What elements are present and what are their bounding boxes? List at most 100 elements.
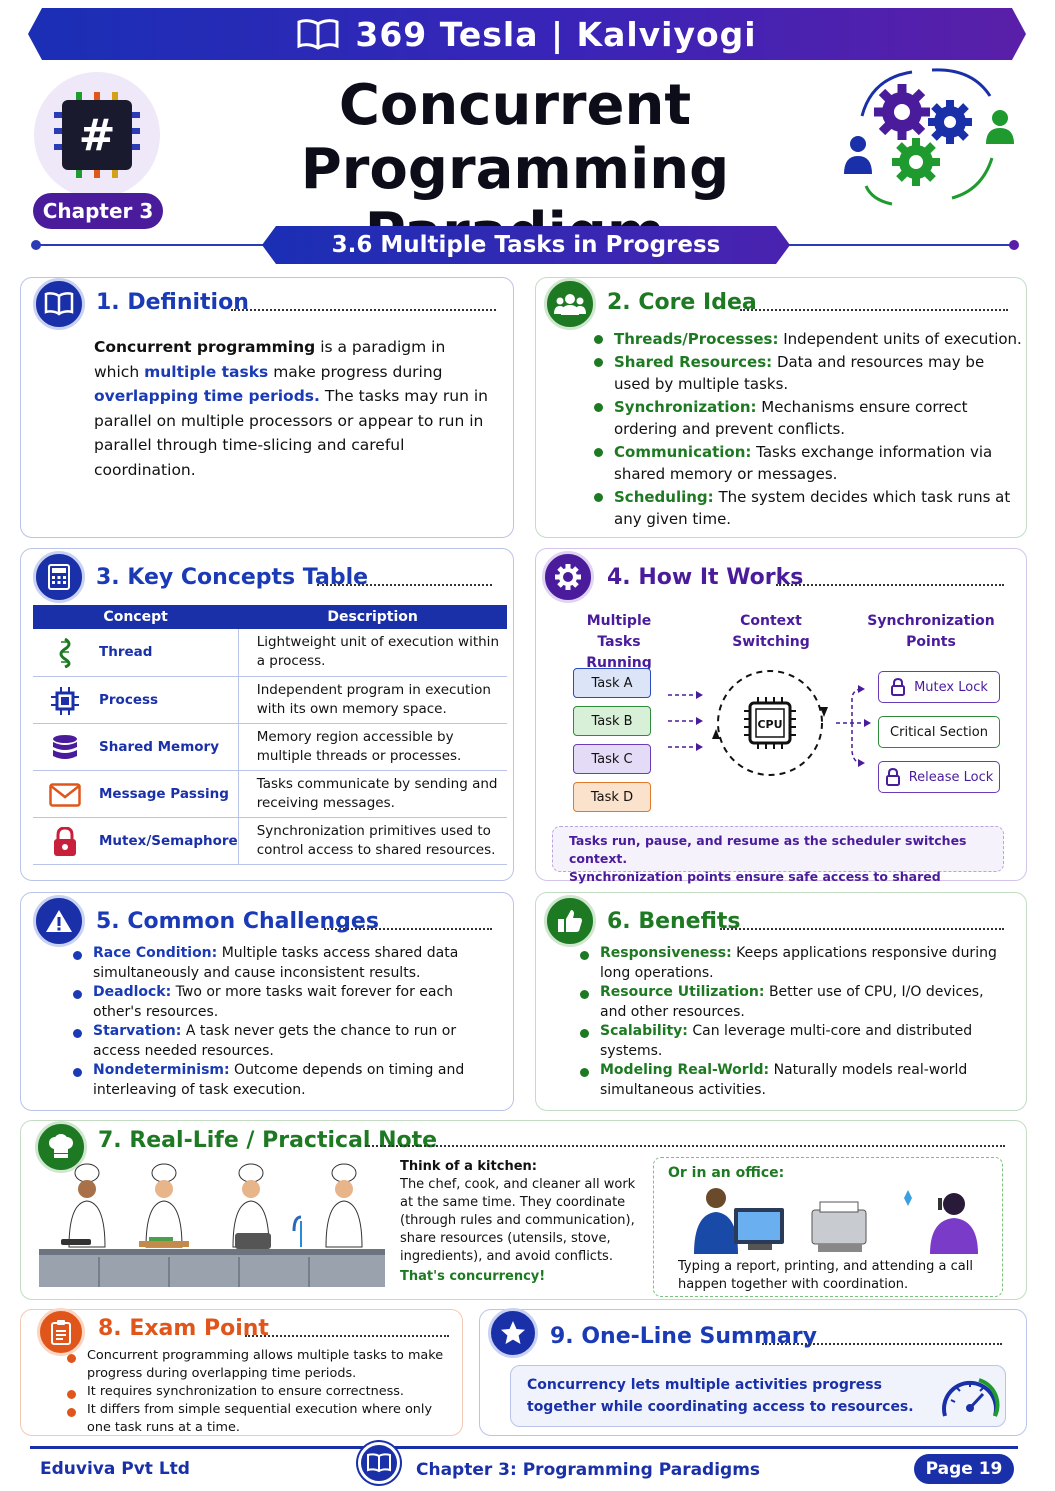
table-row: Process Independent program in execution… [33,676,507,724]
definition-highlight-2: overlapping time periods. [94,387,320,405]
table-row: Thread Lightweight unit of execution wit… [33,629,507,677]
definition-card: 1. Definition Concurrent programming is … [20,277,514,538]
title-dots [317,584,492,586]
warning-icon [33,895,85,947]
challenges-list: Race Condition: Multiple tasks access sh… [71,944,471,1100]
cleaner-figure [292,1163,363,1248]
banner-title: 369 Tesla | Kalviyogi [355,14,757,54]
concept-name: Shared Memory [99,738,220,755]
list-item: Threads/Processes: Independent units of … [592,328,1022,351]
list-item: Starvation: A task never gets the chance… [71,1022,471,1061]
summary-title: 9. One-Line Summary [550,1324,817,1349]
how-it-works-note: Tasks run, pause, and resume as the sche… [552,826,1004,902]
footer-divider [30,1446,1018,1449]
kitchen-text-block: Think of a kitchen: The chef, cook, and … [400,1158,640,1286]
unlock-icon [885,768,900,786]
gears-people-icon [844,68,1014,206]
critical-section-label: Critical Section [890,724,988,740]
title-dots [231,309,496,311]
challenges-title: 5. Common Challenges [96,909,379,934]
title-dots [245,1335,449,1337]
concept-description: Independent program in execution with it… [238,676,507,724]
core-idea-list: Threads/Processes: Independent units of … [592,328,1022,531]
lock-icon [49,826,81,857]
svg-text:#: # [79,110,116,161]
concept-name: Mutex/Semaphore [99,832,238,849]
cpu-label: CPU [757,718,782,731]
chef-hat-icon [35,1121,87,1173]
lock-icon [891,678,906,696]
definition-text-3: The tasks may run in parallel on multipl… [94,387,489,479]
real-life-card: 7. Real-Life / Practical Note Think of a… [20,1120,1027,1300]
core-idea-title: 2. Core Idea [607,290,757,315]
book-icon [33,278,85,330]
people-group-icon [544,278,596,330]
challenges-card: 5. Common Challenges Race Condition: Mul… [20,892,514,1111]
title-dots [740,309,1008,311]
envelope-icon [49,780,81,810]
star-icon [488,1308,538,1358]
list-item: Race Condition: Multiple tasks access sh… [71,944,471,983]
top-banner: 369 Tesla | Kalviyogi [28,8,1026,60]
speedometer-icon [942,1378,1000,1417]
mutex-lock-box: Mutex Lock [878,671,1000,703]
benefits-card: 6. Benefits Responsiveness: Keeps applic… [535,892,1027,1111]
cook-figure [139,1163,189,1248]
real-life-title: 7. Real-Life / Practical Note [98,1128,438,1153]
title-dots [720,928,1004,930]
definition-text: Concurrent programming is a paradigm in … [94,335,494,482]
concept-name: Thread [99,644,153,661]
benefits-list: Responsiveness: Keeps applications respo… [578,944,998,1100]
concept-description: Synchronization primitives used to contr… [238,817,507,865]
concept-description: Tasks communicate by sending and receivi… [238,770,507,818]
kitchen-punchline: That's concurrency! [400,1269,546,1284]
title-dots [776,584,1004,586]
concept-name: Process [99,691,159,708]
calculator-icon [33,551,85,603]
list-item: Scalability: Can leverage multi-core and… [578,1022,998,1061]
title-line-1: Concurrent [338,73,692,138]
clipboard-icon [37,1308,85,1356]
concept-description: Lightweight unit of execution within a p… [238,629,507,677]
title-dots [365,1145,1005,1147]
gear-icon [542,551,594,603]
chip-icon [49,686,81,716]
table-row: Mutex/Semaphore Synchronization primitiv… [33,817,507,865]
summary-text: Concurrency lets multiple activities pro… [527,1377,914,1415]
kitchen-illustration [39,1163,385,1287]
office-box: Or in an office: Typing a report, printi… [653,1157,1003,1297]
office-heading: Or in an office: [668,1165,785,1181]
how-it-works-title: 4. How It Works [607,565,804,590]
hashtag-chip-icon: # [54,92,140,178]
release-lock-label: Release Lock [908,769,994,785]
key-concepts-title: 3. Key Concepts Table [96,565,369,590]
book-icon [367,1453,391,1473]
task-a: Task A [573,668,651,698]
definition-text-1: is a paradigm in which [94,338,446,381]
summary-card: 9. One-Line Summary Concurrency lets mul… [479,1308,1027,1436]
task-d: Task D [573,782,651,812]
list-item: Scheduling: The system decides which tas… [592,486,1022,531]
col-label-sync: Synchronization Points [867,613,995,650]
title-dots [324,928,492,930]
footer-company: Eduviva Pvt Ltd [40,1459,190,1479]
how-it-works-card: 4. How It Works Multiple Tasks Running C… [535,548,1027,902]
list-item: Modeling Real-World: Naturally models re… [578,1061,998,1100]
chef-figure [61,1163,106,1248]
col-label-tasks: Multiple Tasks Running [586,613,652,671]
exam-point-title: 8. Exam Point [98,1316,269,1341]
chapter-badge: Chapter 3 [33,193,163,229]
task-b: Task B [573,706,651,736]
database-icon [49,733,81,763]
kitchen-heading: Think of a kitchen: [400,1159,537,1174]
table-row: Message Passing Tasks communicate by sen… [33,770,507,818]
list-item: Nondeterminism: Outcome depends on timin… [71,1061,471,1100]
benefits-title: 6. Benefits [607,909,741,934]
list-item: Shared Resources: Data and resources may… [592,351,1022,396]
title-dots [762,1343,1002,1345]
list-item: Responsiveness: Keeps applications respo… [578,944,998,983]
list-item: It differs from simple sequential execut… [65,1401,455,1437]
list-item: Concurrent programming allows multiple t… [65,1347,455,1383]
exam-point-card: 8. Exam Point Concurrent programming all… [20,1308,463,1437]
